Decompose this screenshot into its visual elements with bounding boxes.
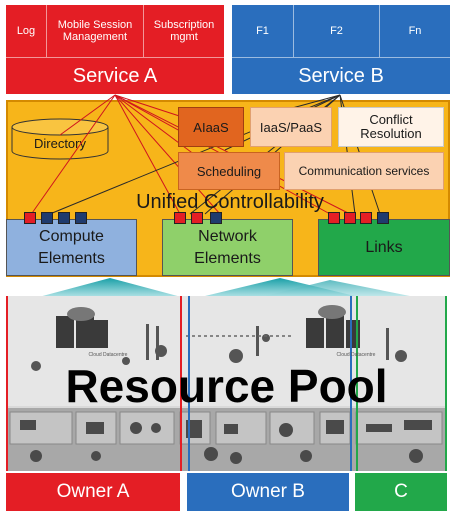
service-a-cell-log: Log [6,5,47,57]
owner-c-divider [356,296,358,471]
port-square [174,212,186,224]
resource-pool-panel: Cloud Datacentre Cloud Datacentre Resour… [6,296,447,471]
port-square [75,212,87,224]
port-square [328,212,340,224]
scheduling-box: Scheduling [178,152,280,190]
port-square [210,212,222,224]
service-b-cell-f2: F2 [294,5,380,57]
owner-b-label: Owner B [187,473,349,511]
aiaas-box: AIaaS [178,107,244,147]
links-box: Links [318,219,450,276]
port-square [344,212,356,224]
owner-b-right-divider [350,296,352,471]
conflict-resolution-box: Conflict Resolution [338,107,444,147]
owner-b-divider [188,296,190,471]
service-a-label: Service A [72,64,158,87]
resource-pool-illustration [6,296,447,471]
port-square [377,212,389,224]
resource-pool-title: Resource Pool [65,360,388,412]
port-square [191,212,203,224]
owner-c-label: C [355,473,447,511]
port-square [41,212,53,224]
communication-services-box: Communication services [284,152,444,190]
service-b-cell-f1: F1 [232,5,294,57]
service-a-cell-subscription: Subscription mgmt [153,19,215,43]
owner-a-label: Owner A [6,473,180,511]
cloud-datacentre-label: Cloud Datacentre [336,352,376,358]
port-square [24,212,36,224]
service-a-panel: Log Mobile Session Management Subscripti… [6,5,224,94]
directory-cylinder-icon [11,118,109,160]
compute-elements-box: Compute Elements [6,219,137,276]
owner-a-divider [180,296,182,471]
cloud-datacentre-label: Cloud Datacentre [88,352,128,358]
iaas-paas-box: IaaS/PaaS [250,107,332,147]
service-b-panel: F1 F2 Fn Service B [232,5,450,94]
service-b-label: Service B [298,64,384,87]
port-square [360,212,372,224]
directory-label: Directory [33,135,86,151]
service-a-cell-mobile-session: Mobile Session Management [47,5,144,57]
unified-controllability-title: Unified Controllability [136,190,324,213]
service-b-cell-fn: Fn [408,25,422,37]
port-square [58,212,70,224]
network-elements-box: Network Elements [162,219,293,276]
